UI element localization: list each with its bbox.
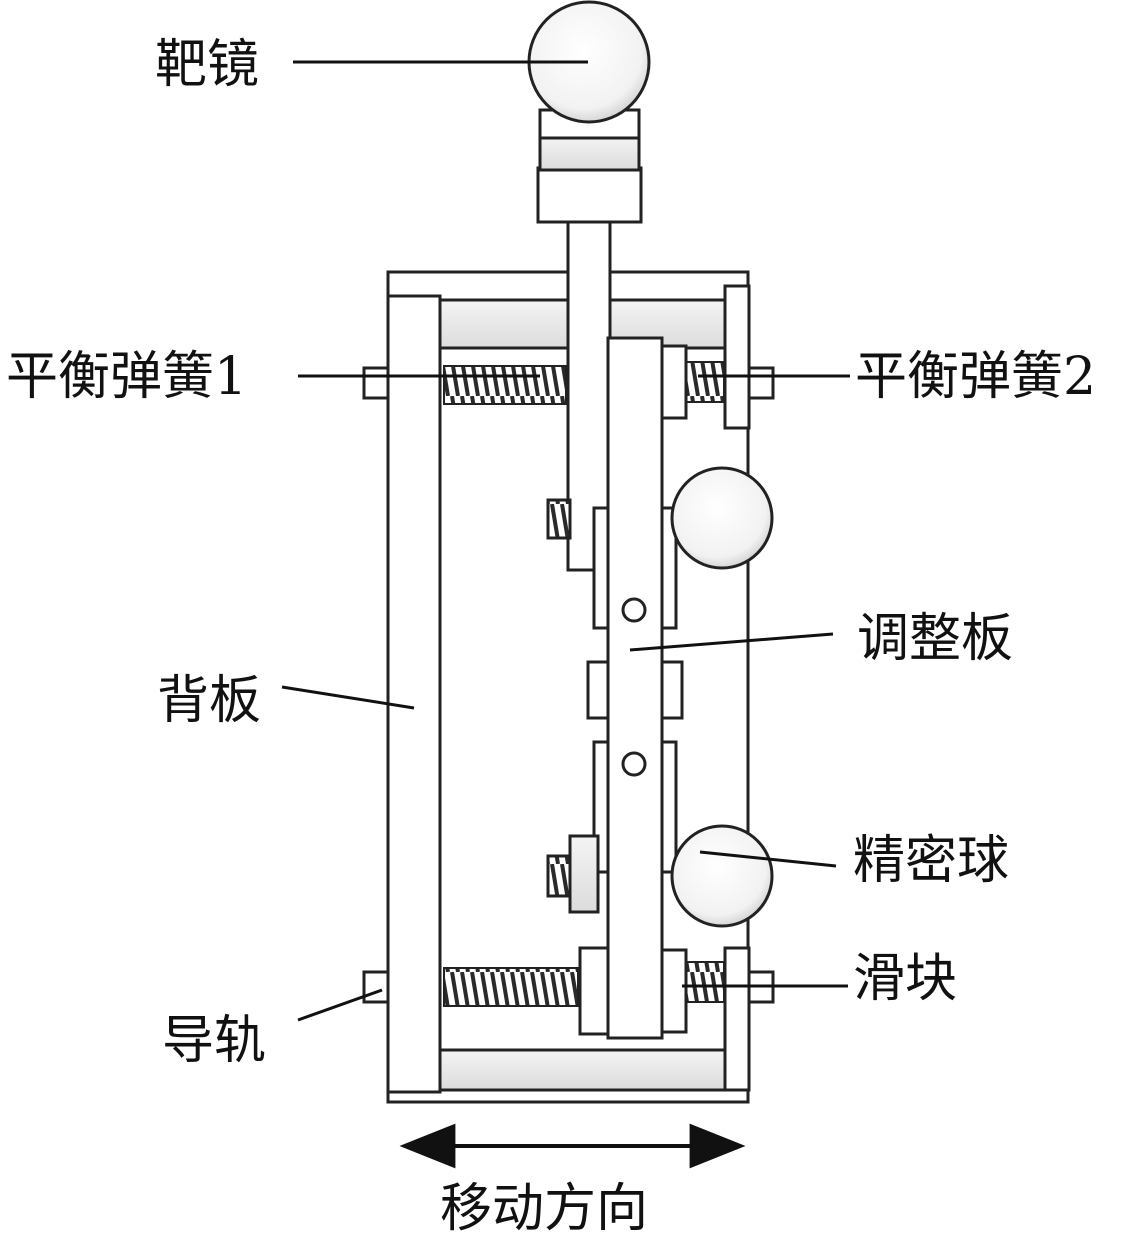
slider-lower-right [660,948,688,1034]
guide-rail-top-right [747,366,775,400]
screw-upper [546,498,572,540]
label-precision-ball: 精密球 [853,831,1009,891]
target-mirror-assembly [527,0,651,224]
label-slider: 滑块 [853,949,957,1009]
balance-spring-1-coil [443,365,567,405]
leader-back-plate [281,685,415,710]
precision-ball-lower [670,824,774,928]
balance-spring-2-coil [685,361,725,403]
right-end-plate-top [723,284,751,430]
adjust-plate [606,336,664,1040]
guide-rails [362,366,775,1004]
mirror-base [536,166,643,224]
frame-bottom-inner [438,1048,732,1092]
label-back-plate: 背板 [157,671,261,731]
guide-rail-bottom-left [362,970,390,1004]
lower-spring-right-coil [685,961,725,1003]
label-balance-spring-2: 平衡弹簧2 [855,347,1096,407]
adjust-plate-hole-lower [621,751,647,777]
nut-lower [568,834,600,914]
precision-ball-upper [670,466,774,570]
slider-upper-right [660,344,688,420]
label-guide-rail: 导轨 [162,1011,266,1071]
guide-rail-top-left [362,366,390,400]
leader-guide-rail [297,988,383,1022]
leader-lines [281,60,850,1022]
mirror-ring [538,108,641,140]
leader-adjust-plate [629,632,834,652]
leader-precision-ball [699,850,837,868]
slider-lower-left [578,946,610,1036]
right-end-plate-bottom [723,946,751,1092]
label-adjust-plate: 调整板 [857,609,1013,669]
back-plate [386,294,442,1094]
sliders [578,344,688,1036]
adjust-plate-hole-upper [621,597,647,623]
lower-spring-left-coil [443,967,579,1007]
label-move-direction: 移动方向 [440,1179,648,1234]
mirror-collar [538,134,641,172]
label-balance-spring-1: 平衡弹簧1 [6,347,247,407]
label-target-mirror: 靶镜 [155,35,259,95]
screw-lower [546,854,572,898]
